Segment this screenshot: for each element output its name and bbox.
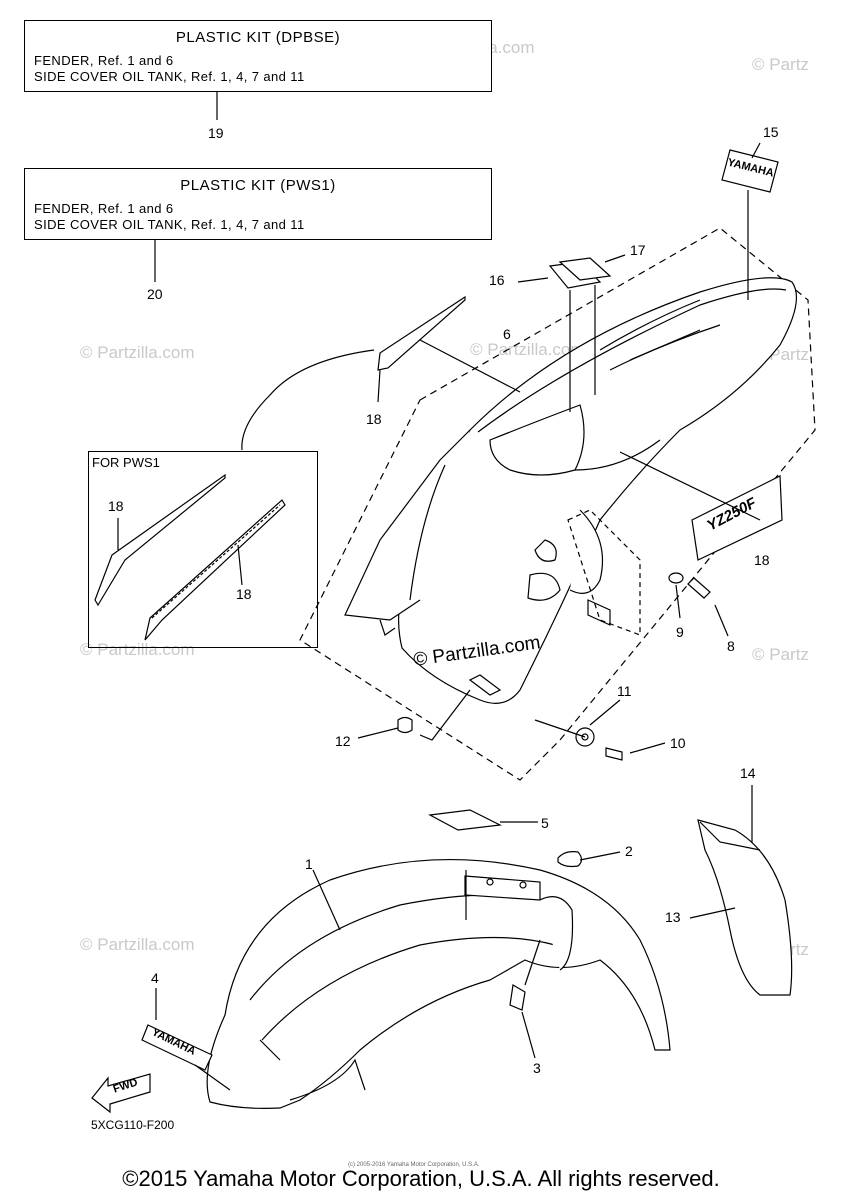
kit-line: FENDER, Ref. 1 and 6 bbox=[34, 201, 174, 216]
kit-title: PLASTIC KIT (DPBSE) bbox=[175, 29, 341, 46]
callout-6: 6 bbox=[503, 326, 511, 342]
callout-16: 16 bbox=[489, 272, 505, 288]
callout-4: 4 bbox=[151, 970, 159, 986]
callout-18: 18 bbox=[366, 411, 382, 427]
part-code: 5XCG110-F200 bbox=[91, 1118, 175, 1132]
callout-17: 17 bbox=[630, 242, 646, 258]
callout-19: 19 bbox=[208, 125, 224, 141]
callout-10: 10 bbox=[670, 735, 686, 751]
callout-11: 11 bbox=[617, 683, 632, 699]
kit-line: FENDER, Ref. 1 and 6 bbox=[34, 53, 174, 68]
tiny-copyright: (c) 2005-2016 Yamaha Motor Corporation, … bbox=[348, 1162, 480, 1168]
watermark: © Partz bbox=[752, 645, 809, 664]
kit-box-dpbse: PLASTIC KIT (DPBSE) FENDER, Ref. 1 and 6… bbox=[24, 20, 492, 92]
kit-title: PLASTIC KIT (PWS1) bbox=[180, 177, 336, 194]
inset-label: FOR PWS1 bbox=[92, 455, 160, 470]
callout-9: 9 bbox=[676, 624, 684, 640]
callout-18: 18 bbox=[108, 498, 124, 514]
callout-13: 13 bbox=[665, 909, 681, 925]
callout-12: 12 bbox=[335, 733, 351, 749]
kit-line: SIDE COVER OIL TANK, Ref. 1, 4, 7 and 11 bbox=[34, 217, 305, 232]
watermark: © Partz bbox=[752, 55, 809, 74]
callout-14: 14 bbox=[740, 765, 756, 781]
callout-2: 2 bbox=[625, 843, 633, 859]
watermark: © Partzilla.com bbox=[80, 935, 195, 954]
watermark: © Partzilla.com bbox=[80, 343, 195, 362]
inset-for-pws1: FOR PWS1 bbox=[88, 451, 318, 648]
callout-5: 5 bbox=[541, 815, 549, 831]
callout-1: 1 bbox=[305, 856, 313, 872]
kit-box-pws1: PLASTIC KIT (PWS1) FENDER, Ref. 1 and 6 … bbox=[24, 168, 492, 240]
footer-copyright: ©2015 Yamaha Motor Corporation, U.S.A. A… bbox=[122, 1166, 720, 1191]
watermark: © Partzilla.com bbox=[80, 640, 195, 659]
callout-18: 18 bbox=[236, 586, 252, 602]
callout-18: 18 bbox=[754, 552, 770, 568]
callout-8: 8 bbox=[727, 638, 735, 654]
callout-15: 15 bbox=[763, 124, 779, 140]
callout-3: 3 bbox=[533, 1060, 541, 1076]
callout-20: 20 bbox=[147, 286, 163, 302]
kit-line: SIDE COVER OIL TANK, Ref. 1, 4, 7 and 11 bbox=[34, 69, 305, 84]
